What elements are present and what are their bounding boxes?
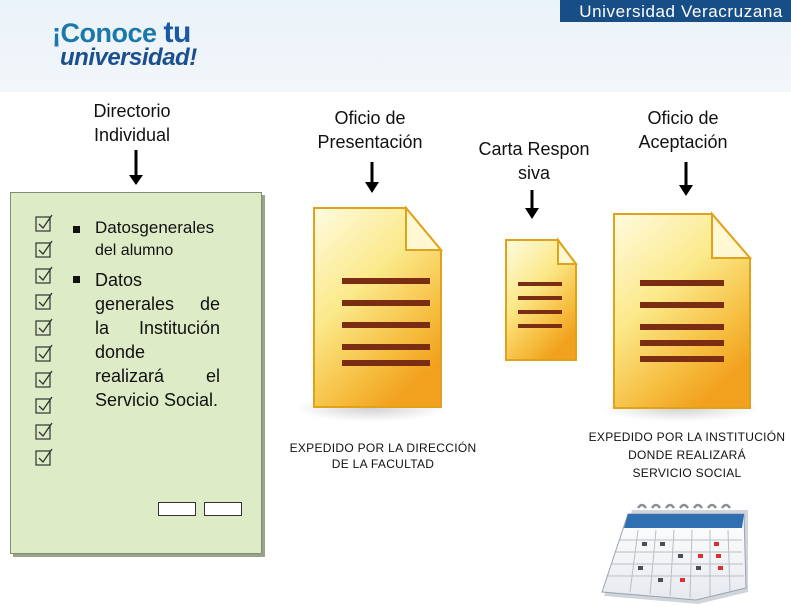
institution-name: Universidad Veracruzana [579,2,783,21]
bullet-marker [73,226,80,233]
checkbox-icon [35,448,53,466]
directorio-form-card [10,192,262,554]
checkbox-icon [35,214,53,232]
signature-box [204,502,242,516]
document-icon [505,237,578,361]
caption-expedido-institucion: EXPEDIDO POR LA INSTITUCIÓN DONDE REALIZ… [582,428,791,482]
institution-banner: Universidad Veracruzana [560,0,791,22]
caption-line: EXPEDIDO POR LA DIRECCIÓN [289,441,477,455]
caption-line: EXPEDIDO POR LA INSTITUCIÓN [588,430,786,444]
checkbox-icon [35,344,53,362]
checkbox-icon [35,396,53,414]
bullet-datos-institucion-line3: la Institución [95,318,220,338]
down-arrow-icon [525,190,539,219]
bullet-datos-institucion-line2: generales de [95,294,220,314]
bullet-marker [73,276,80,283]
document-icon [296,205,446,422]
caption-line: DE LA FACULTAD [331,457,435,471]
bullet-datos-institucion-line4: donde [95,342,146,362]
caption-expedido-facultad: EXPEDIDO POR LA DIRECCIÓN DE LA FACULTAD [283,440,483,472]
label-carta-responsiva: Carta Responsiva [478,139,590,183]
signature-box [158,502,196,516]
conoce-tu-universidad-logo: ¡Conoce tu universidad! [52,14,202,76]
calendar-icon [601,503,748,604]
bullet-datos-institucion-line1: Datos [95,270,143,290]
checkbox-icon [35,318,53,336]
bullet-datos-institucion-line5: realizará el [95,366,220,386]
label-directorio-individual: Directorio Individual [93,101,171,145]
checkbox-icon [35,422,53,440]
checkbox-icon [35,292,53,310]
document-icon [602,211,758,422]
checkbox-icon [35,240,53,258]
logo-text-universidad: universidad! [60,44,197,71]
caption-line: DONDE REALIZARÁ [628,448,746,462]
checkbox-icon [35,370,53,388]
down-arrow-icon [365,162,379,193]
label-oficio-aceptacion: Oficio de Aceptación [638,108,728,152]
bullet-datos-alumno-line1: Datosgenerales [95,218,215,237]
caption-line: SERVICIO SOCIAL [632,466,742,480]
down-arrow-icon [679,162,693,196]
label-oficio-presentacion: Oficio de Presentación [317,108,423,152]
checkbox-icon [35,266,53,284]
bullet-datos-institucion-line6: Servicio Social. [95,390,219,410]
down-arrow-icon [129,150,143,185]
logo-text-a: ¡Conoce [52,18,164,48]
logo-text-tu: tu [163,16,192,49]
bullet-datos-alumno-line2: del alumno [95,242,174,259]
